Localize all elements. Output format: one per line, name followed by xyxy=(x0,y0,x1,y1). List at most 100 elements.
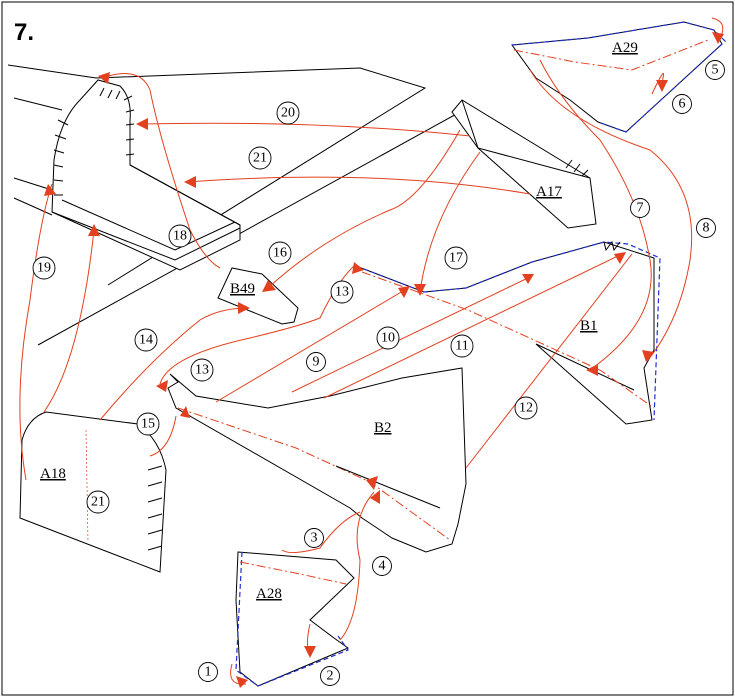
label-a18: A18 xyxy=(40,466,66,482)
glue-routes xyxy=(19,17,724,688)
step-marker-14: 14 xyxy=(134,328,158,352)
arrowhead xyxy=(304,646,316,658)
step-marker-21: 21 xyxy=(248,146,272,170)
step-circle xyxy=(248,146,272,170)
step-marker-21: 21 xyxy=(86,490,110,514)
part-a29: A29 xyxy=(511,21,727,133)
step-marker-6: 6 xyxy=(672,94,692,114)
step-circle xyxy=(372,556,392,576)
fuselage-top-edge xyxy=(95,67,427,286)
route-20 xyxy=(139,122,471,137)
step-number: 16 xyxy=(273,246,287,261)
step-marker-4: 4 xyxy=(372,556,392,576)
step-circle xyxy=(136,412,160,436)
arrowhead xyxy=(156,380,168,392)
step-number: 21 xyxy=(253,151,267,166)
route-8 xyxy=(529,69,693,361)
step-marker-1: 1 xyxy=(198,662,218,682)
step-number: 9 xyxy=(313,355,320,370)
step-circle xyxy=(320,666,340,686)
arrowhead xyxy=(414,284,426,296)
a17-outline xyxy=(451,99,597,229)
step-number: 20 xyxy=(281,106,295,121)
step-circle xyxy=(190,358,214,382)
a28-valley-line xyxy=(239,561,347,585)
step-number: 12 xyxy=(519,401,533,416)
step-circle xyxy=(168,224,192,248)
step-circle xyxy=(86,490,110,514)
a28-outline xyxy=(235,551,355,687)
arrowhead xyxy=(180,406,190,418)
figure-number: 7. xyxy=(14,19,34,46)
a17-fold xyxy=(461,99,591,179)
step-number: 19 xyxy=(37,261,51,276)
label-b2: B2 xyxy=(374,420,392,436)
step-number: 3 xyxy=(311,531,318,546)
step-marker-18: 18 xyxy=(168,224,192,248)
step-circle xyxy=(276,101,300,125)
b2-outline xyxy=(167,367,467,553)
route-17 xyxy=(419,151,481,293)
bulkhead-teeth-left xyxy=(53,119,69,196)
part-b49: B49 xyxy=(217,267,299,325)
step-marker-2: 2 xyxy=(320,666,340,686)
step-number: 13 xyxy=(195,363,209,378)
step-number: 17 xyxy=(449,251,463,266)
arrowhead xyxy=(136,118,148,130)
arrowhead xyxy=(44,184,56,196)
route-11 xyxy=(323,253,623,399)
step-marker-13: 13 xyxy=(190,358,214,382)
arrowhead xyxy=(352,262,364,274)
step-number: 18 xyxy=(173,229,187,244)
step-number: 1 xyxy=(205,665,212,680)
step-number: 13 xyxy=(335,285,349,300)
fuselage-lower-edge xyxy=(37,111,461,346)
step-marker-19: 19 xyxy=(32,256,56,280)
step-circle xyxy=(696,218,716,238)
step-number: 15 xyxy=(141,417,155,432)
route-4 xyxy=(339,491,375,641)
step-marker-17: 17 xyxy=(444,246,468,270)
step-circle xyxy=(330,280,354,304)
step-circle xyxy=(304,528,324,548)
step-circle xyxy=(444,246,468,270)
arrowhead xyxy=(370,490,380,504)
step-number: 6 xyxy=(679,97,686,112)
step-circle xyxy=(630,198,650,218)
arrowhead xyxy=(262,280,276,292)
b1-teeth xyxy=(603,240,621,252)
step-number: 4 xyxy=(379,559,386,574)
a18-fold-line xyxy=(85,429,89,543)
step-circle xyxy=(514,396,538,420)
route-18 xyxy=(101,73,221,269)
a18-teeth xyxy=(147,465,163,551)
arrowhead xyxy=(522,274,534,284)
label-b1: B1 xyxy=(580,318,598,334)
step-marker-11: 11 xyxy=(450,334,474,358)
step-marker-8: 8 xyxy=(696,218,716,238)
route-19 xyxy=(19,183,53,481)
label-a28: A28 xyxy=(256,586,282,602)
step-marker-9: 9 xyxy=(306,352,326,372)
arrowhead xyxy=(642,350,654,362)
step-marker-12: 12 xyxy=(514,396,538,420)
step-number: 11 xyxy=(455,339,468,354)
route-21-top xyxy=(187,176,531,195)
label-a29: A29 xyxy=(612,40,638,56)
step-number: 2 xyxy=(327,669,334,684)
step-circle xyxy=(268,241,292,265)
step-circle xyxy=(705,60,725,80)
bulkhead-teeth-top xyxy=(99,87,121,100)
route-15 xyxy=(149,415,177,457)
fuselage-line-b xyxy=(13,97,63,111)
route-14-left xyxy=(43,229,95,413)
step-circle xyxy=(32,256,56,280)
step-marker-20: 20 xyxy=(276,101,300,125)
bulkhead-floor-edge xyxy=(129,164,241,226)
route-16 xyxy=(267,129,461,289)
route-9 xyxy=(291,275,533,393)
step-circle xyxy=(450,334,474,358)
fuselage-line-d xyxy=(13,197,53,216)
